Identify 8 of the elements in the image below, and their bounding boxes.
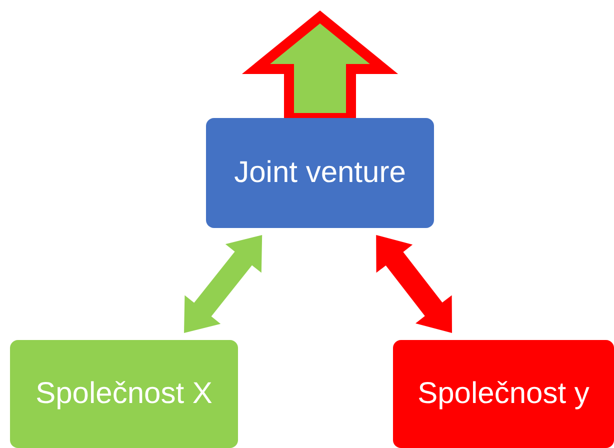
box-label: Společnost X <box>36 376 212 412</box>
block-arrow <box>184 235 262 333</box>
box-label: Joint venture <box>234 155 406 192</box>
block-arrow <box>376 235 452 333</box>
rounded-box <box>393 340 614 448</box>
rounded-box <box>10 340 238 448</box>
box-label: Společnost y <box>418 376 590 412</box>
rounded-box <box>206 118 434 228</box>
